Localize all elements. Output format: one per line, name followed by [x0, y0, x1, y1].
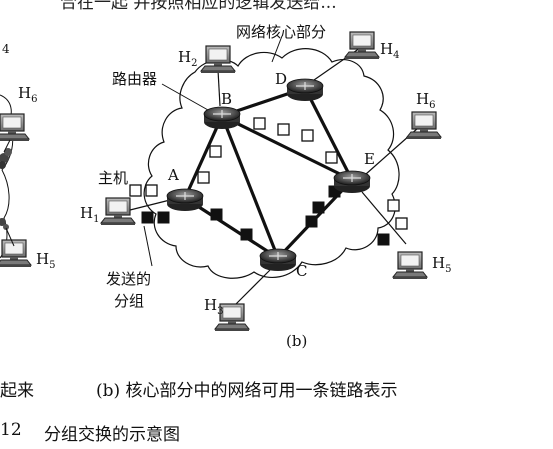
- router-d-label: D: [275, 70, 288, 88]
- link-h5-e: [361, 191, 407, 245]
- link-a-c: [184, 196, 279, 260]
- computer-icon-h6: [406, 111, 442, 140]
- left-h6-label: H6: [18, 84, 38, 105]
- packet-hollow: [197, 171, 210, 184]
- packet-filled: [305, 215, 318, 228]
- caption-b: (b) 核心部分中的网络可用一条链路表示: [96, 381, 398, 401]
- computer-icon-h4: [344, 31, 380, 60]
- host-h1-label: H1: [80, 204, 100, 225]
- host-h2-label: H2: [178, 48, 198, 69]
- left-partial-figure: [0, 94, 32, 268]
- top-text: 合在一起 并按照相应的逻辑发送给...: [60, 0, 337, 13]
- link-d-e: [303, 87, 354, 181]
- router-label: 路由器: [112, 70, 158, 88]
- router-icon-c: [259, 248, 297, 272]
- packet-hollow: [325, 151, 338, 164]
- leader-core: [271, 35, 283, 63]
- send-label-1: 发送的: [106, 270, 152, 288]
- computer-icon-h5: [392, 251, 428, 280]
- link-b-e: [221, 114, 353, 182]
- core-label: 网络核心部分: [236, 23, 327, 41]
- left-cluster-top: [0, 148, 12, 169]
- packet-filled: [240, 228, 253, 241]
- network-core-cloud: [143, 48, 400, 279]
- packet-hollow: [145, 184, 158, 197]
- host-label: 主机: [98, 169, 129, 187]
- packet-hollow: [253, 117, 266, 130]
- packet-hollow: [209, 145, 222, 158]
- packet-filled: [157, 211, 170, 224]
- link-h3-c: [235, 269, 271, 305]
- packet-filled: [377, 233, 390, 246]
- router-e-label: E: [364, 150, 375, 168]
- caption-left-fragment: 起来: [0, 381, 34, 401]
- computer-icon-h1: [100, 197, 136, 226]
- panel-label: (b): [286, 332, 308, 350]
- left-cluster-bottom: [0, 218, 9, 230]
- packet-hollow: [395, 217, 408, 230]
- link-h2-b: [217, 69, 221, 107]
- send-label-2: 分组: [114, 292, 145, 310]
- top-left-fragment: 4: [2, 42, 10, 56]
- left-h5-label: H5: [36, 250, 56, 271]
- host-h6-label: H6: [416, 90, 436, 111]
- router-icon-e: [333, 170, 371, 194]
- leader-lines: [143, 35, 283, 267]
- router-icon-b: [203, 106, 241, 130]
- packet-hollow: [301, 129, 314, 142]
- computer-icon-left-h5: [0, 239, 32, 268]
- hollow-packets: [129, 117, 408, 230]
- host-h5-label: H5: [432, 254, 452, 275]
- figure-title: 分组交换的示意图: [44, 425, 180, 445]
- computer-icon-h2: [200, 45, 236, 74]
- packet-filled: [141, 211, 154, 224]
- router-icon-a: [166, 188, 204, 212]
- figure-number: 12: [0, 420, 22, 440]
- link-h1-a: [129, 199, 171, 211]
- router-c-label: C: [296, 262, 308, 280]
- computer-icon-left-h6: [0, 113, 30, 142]
- host-h4-label: H4: [380, 40, 400, 61]
- router-a-label: A: [168, 166, 179, 184]
- packet-filled: [210, 208, 223, 221]
- link-a-b: [183, 115, 224, 199]
- filled-packets: [141, 185, 390, 246]
- packet-hollow: [129, 184, 142, 197]
- packet-hollow: [277, 123, 290, 136]
- link-b-c: [220, 115, 280, 259]
- leader-send: [143, 225, 153, 267]
- packet-filled: [312, 201, 325, 214]
- leader-router: [161, 83, 209, 111]
- host-h3-label: H3: [204, 296, 224, 317]
- router-b-label: B: [221, 90, 233, 108]
- router-icon-d: [286, 78, 324, 102]
- packet-hollow: [387, 199, 400, 212]
